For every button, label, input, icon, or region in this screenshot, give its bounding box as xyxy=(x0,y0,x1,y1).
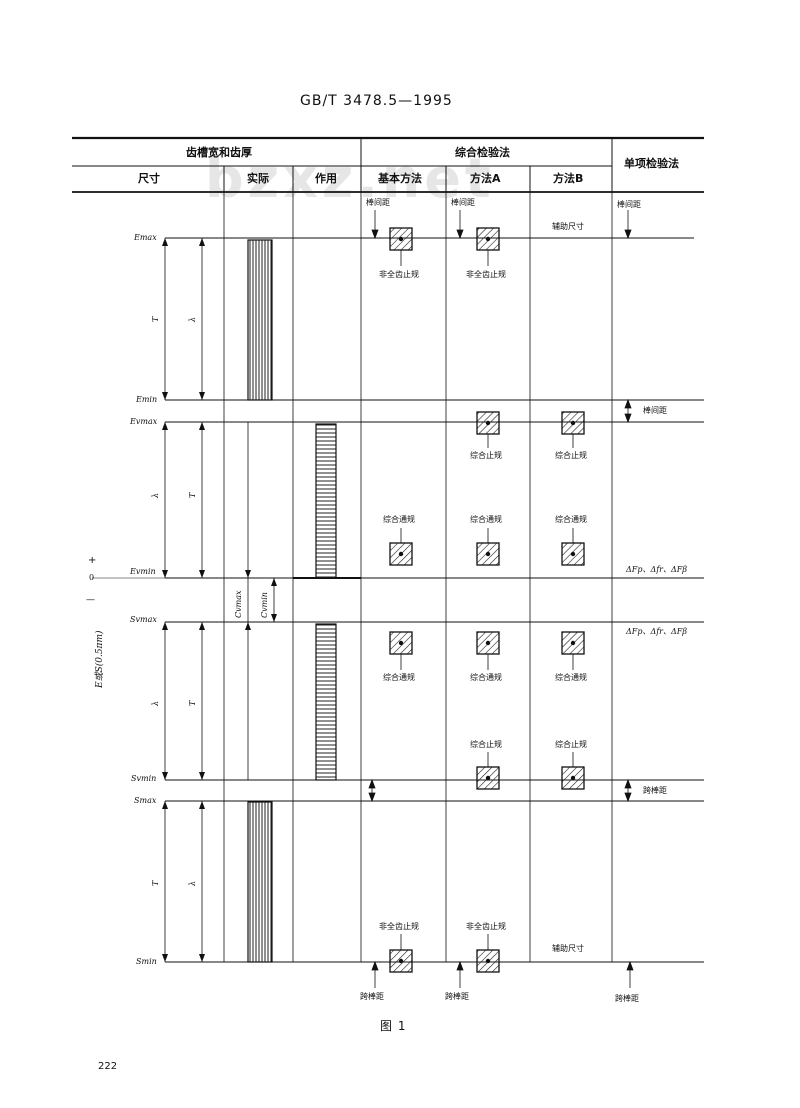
page-number: 222 xyxy=(98,1061,118,1072)
actual-bar-s xyxy=(247,801,273,963)
axis-minus: — xyxy=(86,595,95,605)
header-slot-and-tooth: 齿槽宽和齿厚 xyxy=(186,146,252,159)
t-lower: T xyxy=(151,880,160,886)
nogo-composite-b-sv: 综合止规 xyxy=(555,740,587,749)
t-upper: T xyxy=(151,316,160,322)
header-size: 尺寸 xyxy=(138,172,160,185)
go-composite-basic-ev: 综合通规 xyxy=(383,515,415,524)
lambda-sv: λ xyxy=(151,700,160,706)
label-s-min: Smin xyxy=(136,957,157,966)
nogo-partial-basic-top: 非全齿止规 xyxy=(379,270,419,279)
pin-distance-basic-top: 棒间距 xyxy=(366,198,390,207)
label-e-max: Emax xyxy=(134,233,157,242)
pin-distance-single-mid: 棒间距 xyxy=(643,406,667,415)
header-method-a: 方法A xyxy=(470,172,501,185)
header-basic-method: 基本方法 xyxy=(378,172,422,185)
aux-size-b-bottom: 辅助尺寸 xyxy=(552,944,584,953)
header-method-b: 方法B xyxy=(553,172,584,185)
over-pin-basic-bottom: 跨棒距 xyxy=(360,992,384,1001)
label-ev-max: Evmax xyxy=(130,417,158,426)
go-composite-a-sv: 综合通规 xyxy=(470,673,502,682)
label-e-min: Emin xyxy=(136,395,158,404)
cv-max-label: Cvmax xyxy=(234,590,243,618)
go-composite-b-sv: 综合通规 xyxy=(555,673,587,682)
standard-number: GB/T 3478.5—1995 xyxy=(300,93,453,109)
go-composite-a-ev: 综合通规 xyxy=(470,515,502,524)
over-pin-single-bottom: 跨棒距 xyxy=(615,994,639,1003)
nogo-partial-basic-bottom: 非全齿止规 xyxy=(379,922,419,931)
go-composite-b-ev: 综合通规 xyxy=(555,515,587,524)
over-pin-single-mid: 跨棒距 xyxy=(643,786,667,795)
lambda-ev: λ xyxy=(151,492,160,498)
t-sv: T xyxy=(188,700,197,706)
deviations-ev: ΔFp、Δfr、ΔFβ xyxy=(626,565,687,574)
nogo-composite-a-ev: 综合止规 xyxy=(470,451,502,460)
label-ev-min: Evmin xyxy=(130,567,156,576)
nogo-partial-a-top: 非全齿止规 xyxy=(466,270,506,279)
watermark: bzxz.net xyxy=(205,147,495,210)
header-effective: 作用 xyxy=(315,172,337,185)
label-s-max: Smax xyxy=(134,796,157,805)
aux-size-b-top: 辅助尺寸 xyxy=(552,222,584,231)
lambda-upper: λ xyxy=(188,316,197,322)
cv-min-label: Cvmin xyxy=(260,592,269,618)
axis-label: E或S(0.5πm) xyxy=(95,630,105,688)
label-sv-min: Svmin xyxy=(131,774,157,783)
t-ev: T xyxy=(188,492,197,498)
actual-bar-e xyxy=(247,239,273,401)
nogo-composite-a-sv: 综合止规 xyxy=(470,740,502,749)
label-sv-max: Svmax xyxy=(130,615,157,624)
header-composite-method: 综合检验法 xyxy=(455,146,510,159)
effective-bar-e xyxy=(315,423,337,579)
header-actual: 实际 xyxy=(247,172,269,185)
go-composite-basic-sv: 综合通规 xyxy=(383,673,415,682)
axis-plus: + xyxy=(88,555,97,566)
pin-distance-a-top: 棒间距 xyxy=(451,198,475,207)
deviations-sv: ΔFp、Δfr、ΔFβ xyxy=(626,627,687,636)
label-zero: 0 xyxy=(89,573,95,582)
nogo-composite-b-ev: 综合止规 xyxy=(555,451,587,460)
over-pin-a-bottom: 跨棒距 xyxy=(445,992,469,1001)
lambda-lower: λ xyxy=(188,880,197,886)
pin-distance-single-top: 棒间距 xyxy=(617,200,641,209)
header-single-method: 单项检验法 xyxy=(624,157,679,170)
nogo-partial-a-bottom: 非全齿止规 xyxy=(466,922,506,931)
figure-caption: 图 1 xyxy=(380,1019,407,1033)
effective-bar-s xyxy=(315,623,337,781)
